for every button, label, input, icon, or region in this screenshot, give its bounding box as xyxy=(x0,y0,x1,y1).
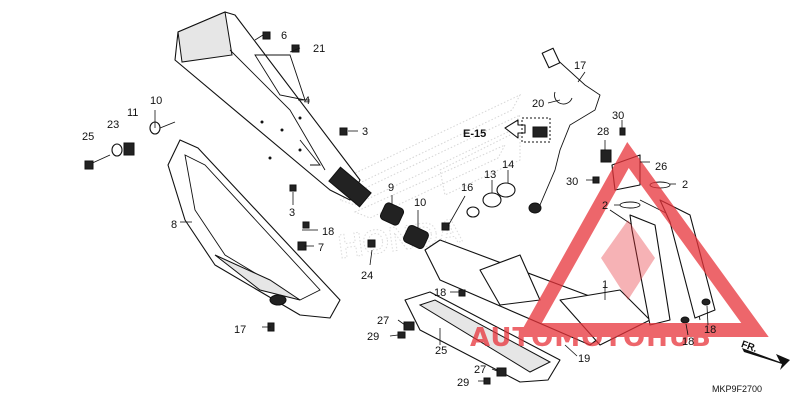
callout-11: 11 xyxy=(127,107,138,119)
callout-30: 30 xyxy=(566,176,578,188)
callout-29: 29 xyxy=(457,377,469,389)
callout-9: 10 xyxy=(414,197,426,209)
callout-4: 4 xyxy=(304,95,310,107)
callout-29: 29 xyxy=(367,331,379,343)
callout-30: 30 xyxy=(612,110,624,122)
watermark-text: AUTOMOTOHUB xyxy=(470,323,712,353)
callout-8: 9 xyxy=(388,182,394,194)
callout-14: 17 xyxy=(574,60,586,72)
callout-12: 14 xyxy=(502,159,514,171)
callout-19: 20 xyxy=(532,98,544,110)
leader-lines xyxy=(154,34,709,382)
callout-21: 23 xyxy=(107,119,119,131)
callout-27: 27 xyxy=(474,364,486,376)
callout-18: 18 xyxy=(322,226,334,238)
watermark-logo: AUTOMOTOHUB xyxy=(470,142,769,353)
callout-3: 6 xyxy=(281,30,287,42)
heat-protector xyxy=(167,139,341,319)
callout-3: 3 xyxy=(362,126,368,138)
callout-10: 10 xyxy=(150,95,162,107)
callout-7: 8 xyxy=(171,219,177,231)
callout-12: 13 xyxy=(484,169,496,181)
callout-17: 18 xyxy=(704,324,716,336)
callout-2: 2 xyxy=(602,200,608,212)
front-direction-indicator: FR. xyxy=(740,339,790,370)
callout-24: 25 xyxy=(82,131,94,143)
callout-28: 28 xyxy=(597,126,609,138)
callout-26: 26 xyxy=(655,161,667,173)
callout-6: 7 xyxy=(318,242,324,254)
front-direction-label: FR. xyxy=(740,339,759,355)
callout-16: 17 xyxy=(234,324,246,336)
callout-25: 25 xyxy=(435,345,447,357)
section-reference: E-15 xyxy=(463,117,551,143)
callout-27: 27 xyxy=(377,315,389,327)
callout-18: 18 xyxy=(434,287,446,299)
diagram-reference-code: MKP9F2700 xyxy=(712,384,763,394)
lower-heat-cover xyxy=(404,291,561,383)
section-ref-label: E-15 xyxy=(463,128,486,140)
callout-13: 16 xyxy=(461,182,473,194)
callout-17: 18 xyxy=(682,336,694,348)
callout-3: 3 xyxy=(289,207,295,219)
callout-1: 1 xyxy=(602,279,608,291)
callout-18: 19 xyxy=(578,353,590,365)
o2-sensor-lead xyxy=(528,47,601,214)
callout-20: 21 xyxy=(313,43,325,55)
callout-2: 2 xyxy=(682,179,688,191)
callout-labels: 6 21 4 10 11 23 25 3 3 8 18 7 17 9 10 24… xyxy=(82,30,716,389)
muffler-cover xyxy=(174,11,372,208)
callout-23: 24 xyxy=(361,270,373,282)
